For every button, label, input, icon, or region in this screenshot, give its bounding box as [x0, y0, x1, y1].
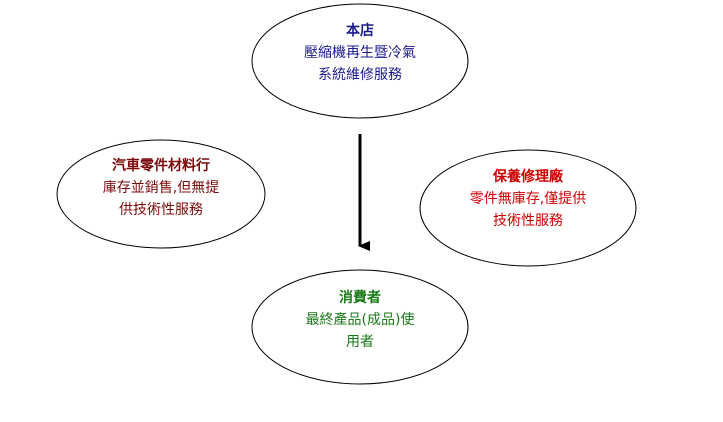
head-office-text: 本店 壓縮機再生暨冷氣 系統維修服務 [252, 20, 468, 86]
repair-shop-desc-line-2: 技術性服務 [493, 213, 563, 229]
consumer-desc-line-1: 最終產品(成品)使 [305, 312, 415, 328]
head-office-desc-line-2: 系統維修服務 [318, 67, 402, 83]
consumer-title: 消費者 [339, 290, 381, 306]
consumer-desc-line-2: 用者 [346, 334, 374, 350]
parts-dealer-text: 汽車零件材料行 庫存並銷售,但無提 供技術性服務 [59, 155, 263, 221]
head-office-title: 本店 [346, 23, 374, 39]
parts-dealer-desc-line-2: 供技術性服務 [119, 202, 203, 218]
consumer-text: 消費者 最終產品(成品)使 用者 [252, 287, 468, 353]
repair-shop-title: 保養修理廠 [493, 169, 563, 185]
head-office-ellipse [251, 3, 469, 119]
head-office-desc-line-1: 壓縮機再生暨冷氣 [304, 45, 416, 61]
parts-dealer-ellipse [56, 139, 266, 249]
consumer-ellipse [251, 269, 469, 385]
parts-dealer-desc-line-1: 庫存並銷售,但無提 [102, 180, 220, 196]
parts-dealer-title: 汽車零件材料行 [112, 158, 210, 174]
repair-shop-ellipse [419, 149, 637, 267]
repair-shop-desc-line-1: 零件無庫存,僅提供 [469, 191, 587, 207]
repair-shop-text: 保養修理廠 零件無庫存,僅提供 技術性服務 [420, 166, 636, 232]
